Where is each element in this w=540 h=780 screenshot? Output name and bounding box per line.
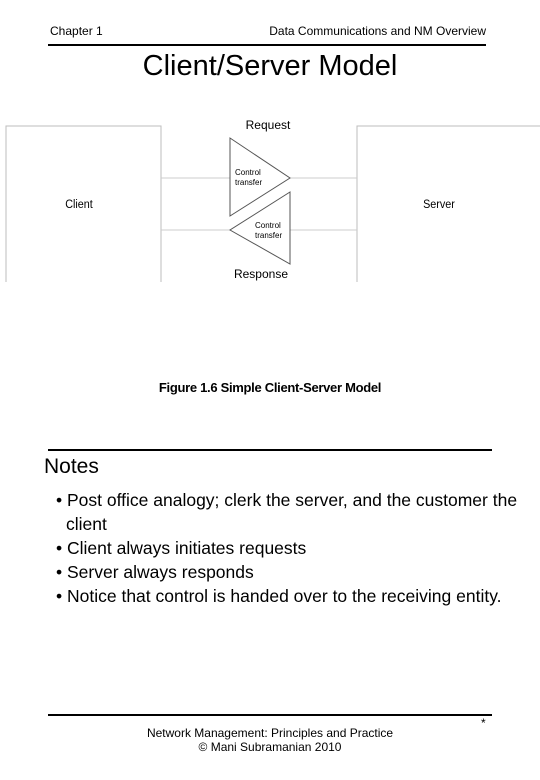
response-label: Response	[234, 267, 288, 281]
figure-caption: Figure 1.6 Simple Client-Server Model	[158, 380, 382, 395]
server-label: Server	[423, 199, 455, 212]
notes-heading: Notes	[44, 455, 99, 478]
control-transfer-bottom-line1: Control	[255, 221, 281, 230]
list-item: Server always responds	[56, 560, 526, 584]
control-transfer-bottom-line2: transfer	[255, 231, 282, 240]
control-transfer-top-line2: transfer	[235, 178, 262, 187]
slide-title: Client/Server Model	[142, 50, 398, 82]
header-divider	[48, 44, 486, 46]
footer-text: Network Management: Principles and Pract…	[120, 726, 420, 754]
client-label: Client	[65, 199, 93, 212]
response-arrow-triangle	[229, 191, 291, 265]
notes-divider	[48, 449, 492, 451]
footer-book-title: Network Management: Principles and Pract…	[146, 726, 394, 740]
footer-divider	[48, 714, 492, 716]
chapter-label: Chapter 1	[50, 24, 103, 38]
client-box	[5, 125, 162, 282]
section-label: Data Communications and NM Overview	[269, 24, 486, 38]
notes-list: Post office analogy; clerk the server, a…	[56, 488, 526, 608]
request-arrow-triangle	[229, 137, 291, 217]
list-item: Client always initiates requests	[56, 536, 526, 560]
client-server-diagram: Request Response Client Server Control t…	[5, 118, 540, 282]
footer-asterisk: *	[481, 716, 486, 730]
list-item: Notice that control is handed over to th…	[56, 584, 526, 608]
request-label: Request	[246, 118, 291, 132]
footer-copyright: © Mani Subramanian 2010	[198, 740, 342, 754]
control-transfer-top-line1: Control	[235, 168, 261, 177]
list-item: Post office analogy; clerk the server, a…	[56, 488, 526, 536]
